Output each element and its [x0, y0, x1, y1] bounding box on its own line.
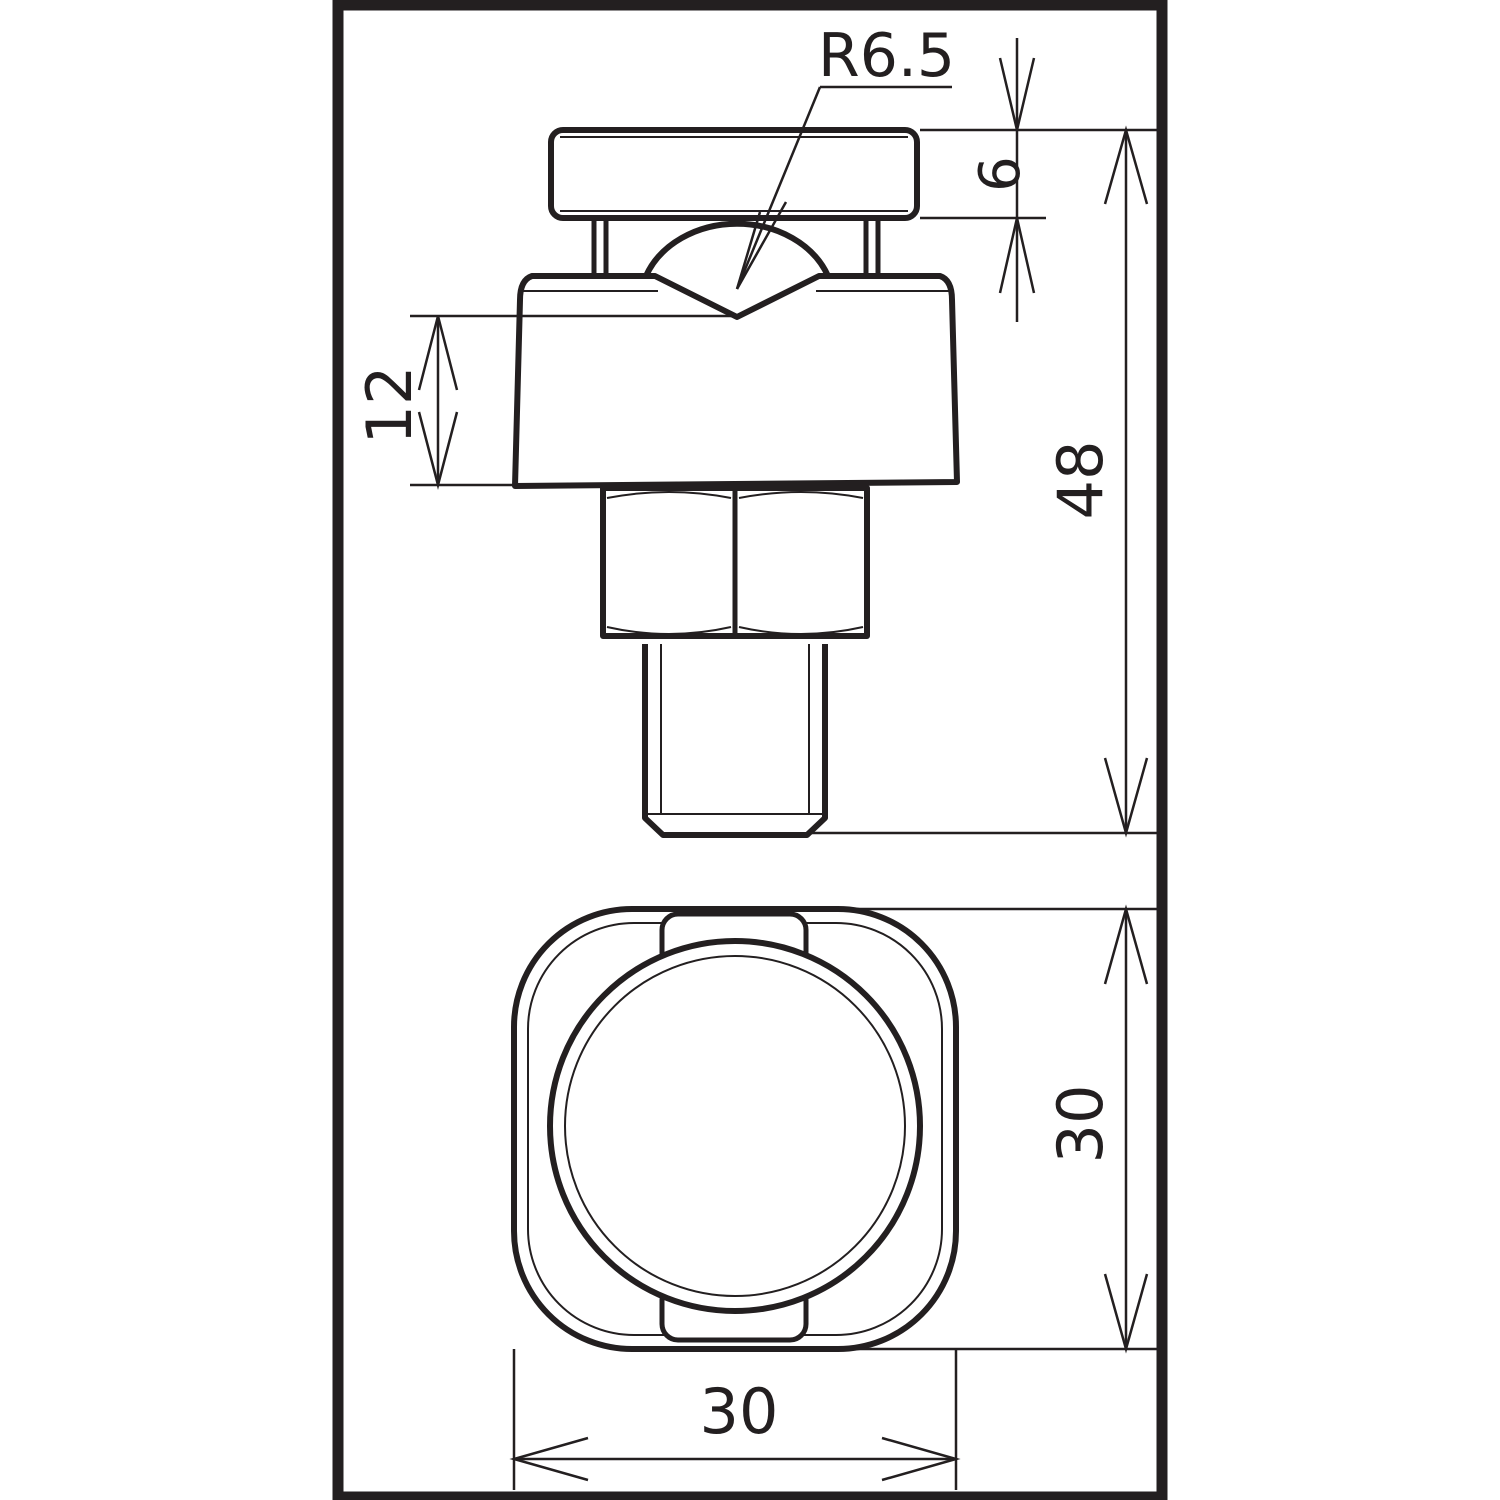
depth-arrow-bottom — [1103, 1273, 1149, 1354]
clamp-height-label: 12 — [353, 366, 426, 445]
depth-label: 30 — [1044, 1085, 1117, 1164]
top-view-dimensions — [509, 904, 1158, 1490]
top-cap-plate — [548, 127, 920, 221]
radius-arrow — [735, 201, 788, 290]
overall-height-arrow-bottom — [1103, 757, 1149, 838]
conductor-outer-circle — [547, 938, 923, 1314]
overall-height-arrow-top — [1103, 125, 1149, 205]
clamp-height-arrow-bottom — [417, 411, 459, 490]
side-view — [512, 127, 960, 838]
width-label: 30 — [700, 1375, 779, 1448]
radius-leader-line — [735, 86, 822, 290]
conductor-inner-circle — [564, 955, 906, 1297]
threaded-stud — [642, 644, 828, 838]
side-view-dimensions — [410, 38, 1158, 838]
width-arrow-left — [509, 1436, 589, 1482]
top-view — [511, 906, 959, 1352]
head-height-label: 6 — [968, 156, 1033, 192]
radius-label: R6.5 — [818, 21, 955, 91]
round-conductor — [643, 220, 831, 278]
head-height-arrow-bottom — [998, 217, 1036, 294]
clamp-outer-outline — [511, 906, 959, 1352]
head-height-arrow-top — [998, 57, 1036, 131]
depth-arrow-top — [1103, 904, 1149, 985]
width-arrow-right — [881, 1436, 961, 1482]
clamp-height-arrow-top — [417, 315, 459, 391]
clamp-body — [512, 273, 960, 489]
overall-height-label: 48 — [1044, 441, 1117, 520]
